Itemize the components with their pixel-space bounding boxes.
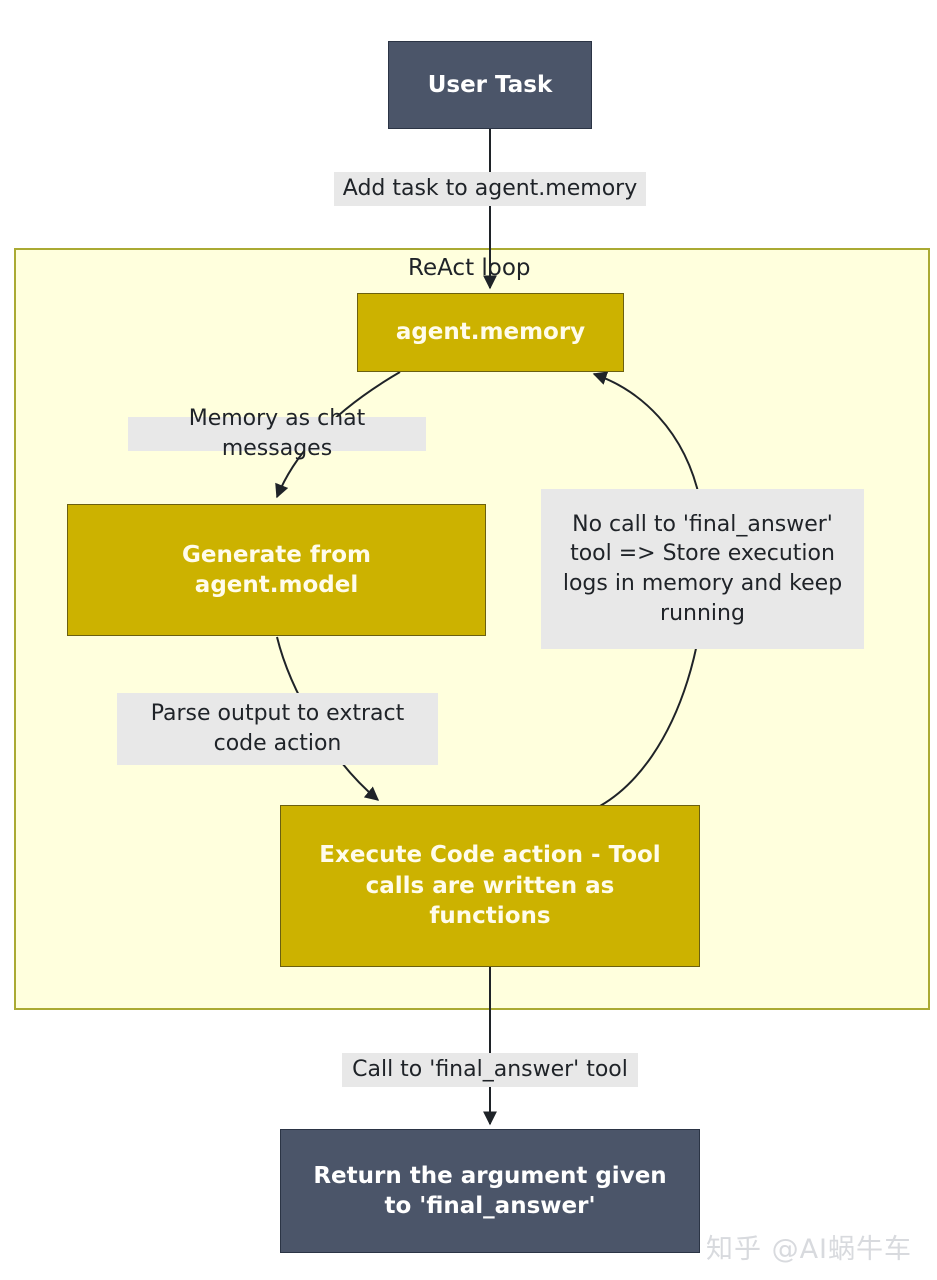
node-execute-code-action[interactable]: Execute Code action - Tool calls are wri… [280, 805, 700, 967]
node-generate-from-agent-model[interactable]: Generate from agent.model [67, 504, 486, 636]
node-agent-memory[interactable]: agent.memory [357, 293, 624, 372]
node-user-task[interactable]: User Task [388, 41, 592, 129]
edge-label-call-to-final-answer-tool: Call to 'final_answer' tool [342, 1053, 638, 1087]
cluster-label-react-loop: ReAct loop [408, 255, 531, 281]
watermark: 知乎 @AI蜗牛车 [706, 1234, 913, 1265]
edge-label-parse-output-to-extract-code-action: Parse output to extract code action [117, 693, 438, 765]
edge-label-memory-as-chat-messages: Memory as chat messages [128, 406, 426, 461]
edge-label-no-call-to-final-answer: No call to 'final_answer' tool => Store … [541, 489, 864, 649]
node-return-final-answer[interactable]: Return the argument given to 'final_answ… [280, 1129, 700, 1253]
edge-label-add-task-to-memory: Add task to agent.memory [334, 172, 646, 206]
